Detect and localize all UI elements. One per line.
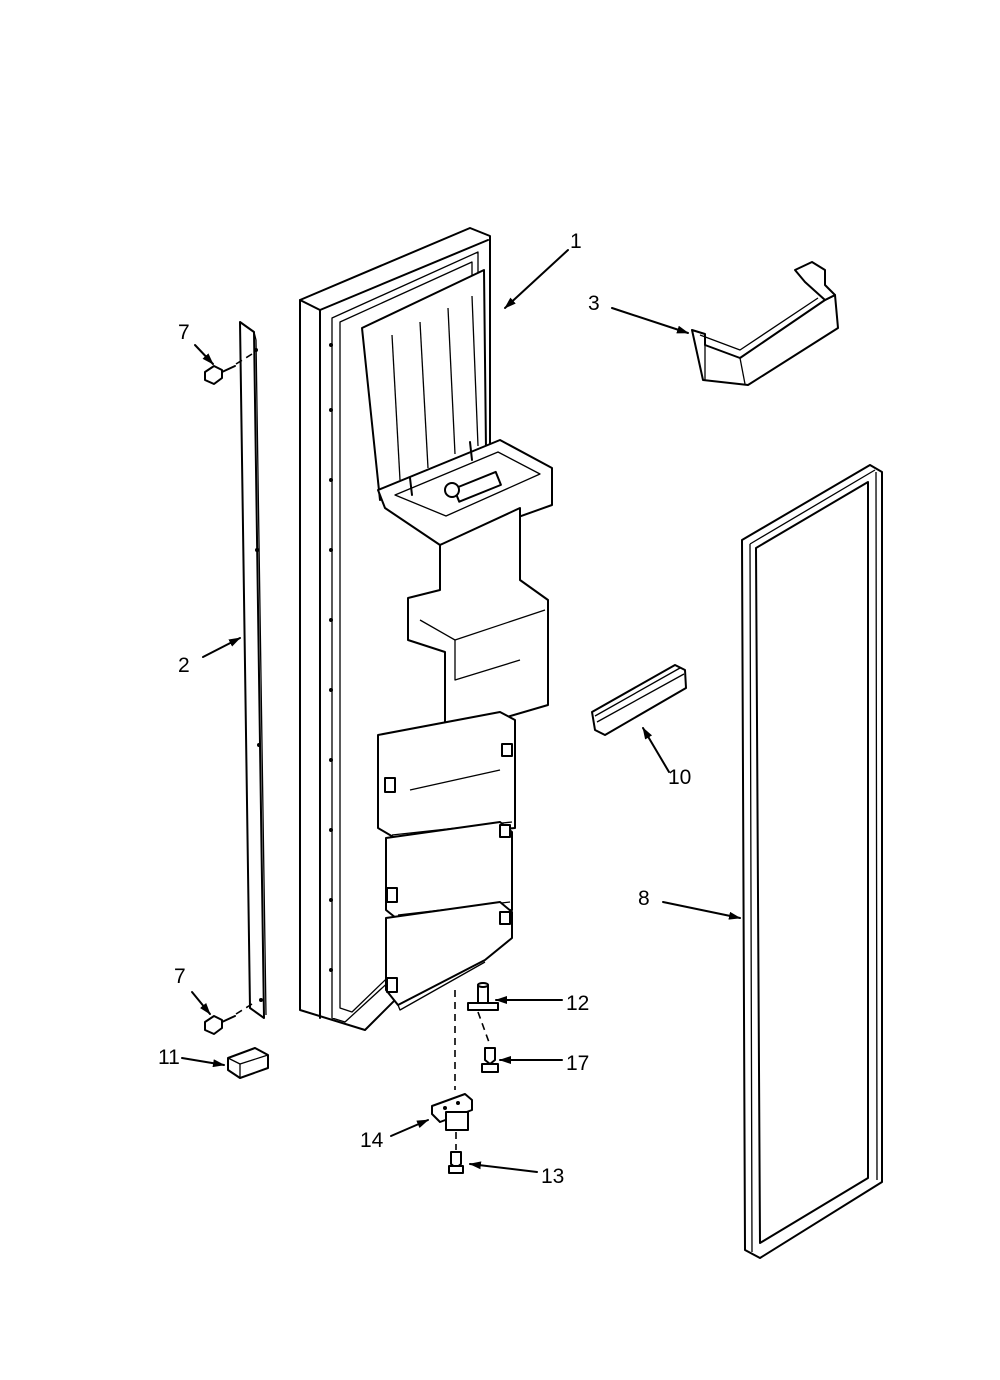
door-liner-assembly — [299, 227, 553, 1031]
callout-1: 1 — [570, 230, 582, 253]
callout-8: 8 — [638, 887, 650, 910]
callout-14: 14 — [360, 1129, 384, 1152]
leader-lines — [181, 249, 741, 1173]
callout-13: 13 — [541, 1165, 564, 1188]
callout-10: 10 — [668, 766, 691, 789]
callout-12: 12 — [566, 992, 589, 1015]
hinge-pin — [454, 982, 499, 1090]
door-gasket — [741, 464, 883, 1259]
hinge-screw — [481, 1047, 499, 1073]
shelf-trim — [591, 664, 687, 736]
bracket-screw — [448, 1132, 464, 1174]
callout-7-bottom: 7 — [174, 965, 186, 988]
screw-bottom — [204, 1003, 253, 1035]
hinge-bracket — [431, 1093, 473, 1131]
screw-top — [204, 353, 253, 385]
door-bin — [691, 261, 839, 386]
plug-part — [227, 1047, 269, 1079]
callout-11: 11 — [158, 1046, 180, 1069]
callout-labels: 1 2 3 7 7 8 10 11 12 13 14 17 — [158, 230, 691, 1188]
callout-3: 3 — [588, 292, 600, 315]
callout-17: 17 — [566, 1052, 589, 1075]
callout-2: 2 — [178, 654, 190, 677]
callout-7-top: 7 — [178, 321, 190, 344]
door-edge-holes — [329, 343, 333, 972]
trim-strip — [239, 321, 267, 1019]
